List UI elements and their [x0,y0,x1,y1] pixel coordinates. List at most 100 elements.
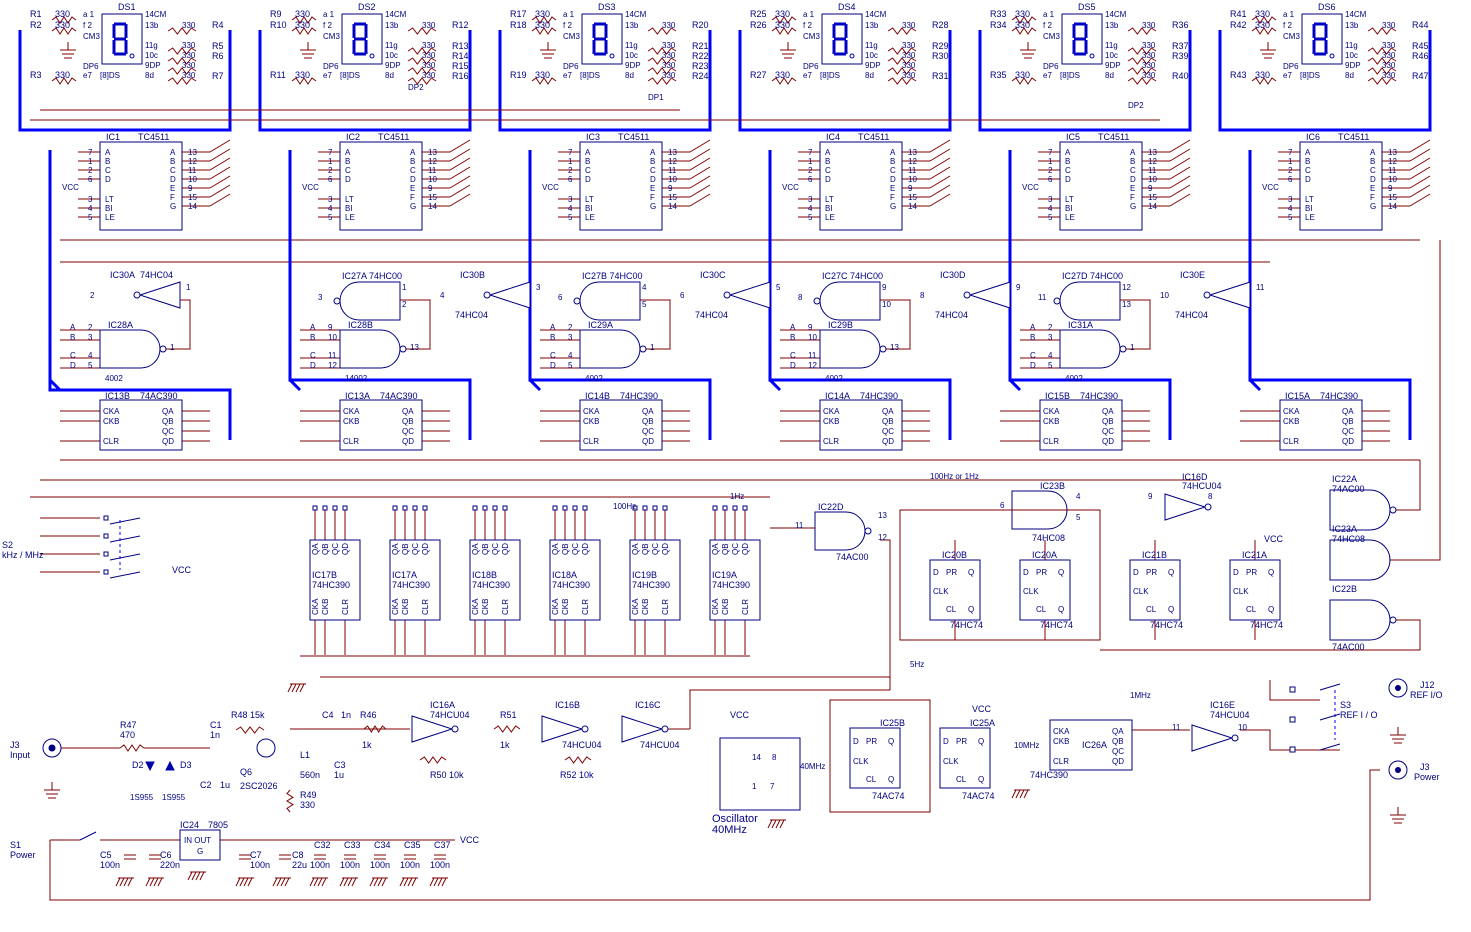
oscillator-module [719,737,801,811]
wire [929,184,951,198]
wire [689,157,711,171]
counter-pin-label: CKA [471,598,480,615]
pin-number: 2 [1048,323,1053,332]
cap-ref: C35 [404,840,421,850]
wire [1169,193,1191,207]
pin-label: C [1030,351,1036,360]
pin-number: 10 [328,333,337,342]
freq-label: 1MHz [1130,691,1151,700]
vcc-label: VCC [302,183,319,192]
pin-label: DP6 [83,62,99,71]
counter-pin-label: CKB [641,599,650,615]
cap-ref: C1 [210,720,222,730]
counter-pin-label: CLR [661,599,670,615]
resistor-ref: R6 [212,51,224,61]
resistor-ref: R35 [990,70,1007,80]
resistor-value: 330 [1382,41,1396,50]
pin-number: 13 [890,343,899,352]
decoder-pin-label: F [410,193,415,202]
pin-number: 13 [1388,148,1397,157]
pin-number: 12 [188,157,197,166]
nor-gate-icon [1059,329,1121,369]
decoder-pin-label: BI [1065,204,1073,213]
vcc-label: VCC [1264,534,1284,544]
pin-label: 10c [385,51,398,60]
counter-pin-label: CKA [631,598,640,615]
switch-contact-icon [103,515,109,521]
ic-type: 74HC390 [632,580,670,590]
decoder-pin-label: D [1065,175,1071,184]
pin-number: 13 [428,148,437,157]
pin-label: B [70,333,75,342]
ic-ref: IC1 [106,132,120,142]
display-ref: DS1 [118,2,136,12]
resistor-icon [407,67,437,75]
resistor-value: 330 [902,41,916,50]
inverter-gate-icon [1164,493,1207,521]
pin-number: 12 [908,157,917,166]
nand-bubble-icon [399,345,407,353]
pin-label: 9DP [865,61,881,70]
nand-bubble-icon [333,297,341,305]
pin-label: a 1 [323,10,335,19]
pin-number: 2 [328,166,333,175]
inverter-bubble-icon [451,725,459,733]
pin-number: 8 [1208,492,1213,501]
pin-label: CLR [823,437,839,446]
ic-ref: IC14B [585,391,610,401]
resistor-icon [51,77,77,85]
decoder-pin-label: LE [825,213,835,222]
resistor-value: 330 [662,21,676,30]
diode-ref: D3 [180,760,192,770]
ic-type: TC4511 [378,132,409,142]
pin-number: 2 [88,323,93,332]
decoder-pin-label: A [1065,148,1071,157]
resistor-icon [167,47,197,55]
resistor-ref: R42 [1230,20,1247,30]
pin-number: 13 [1148,148,1157,157]
decoder-pin-label: B [345,157,350,166]
decoder-pin-label: B [105,157,110,166]
pin-label: D [933,568,939,577]
pin-label: Q [1268,605,1274,614]
resistor-icon [1011,16,1037,24]
decoder-pin-label: A [585,148,591,157]
parts-layer [42,13,1408,887]
pin-number: 6 [1000,501,1005,510]
resistor-value: 470 [120,730,135,740]
pin-label: QC [642,427,654,436]
decoder-pin-label: C [410,166,416,175]
switch-contact-icon [1289,716,1296,723]
freq-label: 5Hz [910,660,924,669]
pin-number: 11 [188,166,197,175]
pin-label: D [310,361,316,370]
test-point-icon [562,505,568,511]
resistor-value: 330 [1382,51,1396,60]
connector-label: Input [10,750,31,760]
inverter-bubble-icon [723,291,731,299]
test-point-icon [332,505,338,511]
cap-value: 100n [430,860,450,870]
cap-value: 100n [370,860,390,870]
ic-type: 74HC08 [1332,534,1365,544]
pin-label: a 1 [803,10,815,19]
pin-label: D [1133,568,1139,577]
pin-label: e7 [803,71,812,80]
pin-label: CKA [823,407,840,416]
decoder-pin-label: B [585,157,590,166]
resistor-ref: R46 [360,710,377,720]
counter-pin-label: CLR [421,599,430,615]
pin-number: 5 [1048,213,1053,222]
pin-number: 3 [88,333,93,342]
switch-lever-icon [109,553,141,561]
ic-type: 74HCU04 [640,740,680,750]
pin-label: CLR [1043,437,1059,446]
pin-number: 1 [650,343,655,352]
diode-ref: D2 [132,760,144,770]
test-point-icon [412,505,418,511]
decoder-pin-label: E [1370,184,1375,193]
wire [449,175,471,189]
ic-type: 74AC390 [380,391,418,401]
resistor-value: 330 [1382,21,1396,30]
decoder-pin-label: B [1305,157,1310,166]
